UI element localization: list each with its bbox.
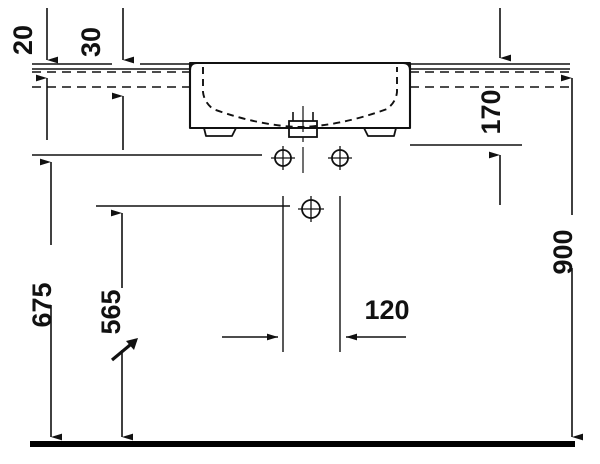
basin-foot-left [203,127,237,137]
dim-120-label: 120 [364,295,409,325]
dim-30-label: 30 [76,27,106,57]
dim-565-label: 565 [96,289,126,334]
mounting-hole-marks [271,146,352,222]
extension-lines [32,63,570,352]
dimension-565: 565 [96,209,138,441]
mounting-hole-lower-centre [298,196,324,222]
basin-foot-right [363,127,397,137]
basin-bowl-hidden-profile [202,67,398,128]
dimension-20: 20 [8,8,58,140]
dimension-170: 170 [476,8,511,205]
dim-565-leader-arrowhead [126,338,138,350]
dim-170-label: 170 [476,89,506,134]
dim-900-label: 900 [548,229,578,274]
mounting-hole-upper-right [328,146,352,170]
washbasin-body [188,61,412,178]
dimension-900: 900 [548,74,583,441]
floor-datum-line [30,441,575,447]
dim-20-label: 20 [8,25,38,55]
dim-675-label: 675 [27,282,57,327]
basin-rim-corner-right [402,61,412,71]
basin-outline [188,61,412,130]
dimension-30: 30 [76,8,134,150]
dimension-120: 120 [222,295,410,341]
basin-rim-corner-left [188,61,198,71]
dimension-675: 675 [27,158,62,441]
drain-neck [292,112,314,121]
mounting-hole-upper-left [271,146,295,170]
